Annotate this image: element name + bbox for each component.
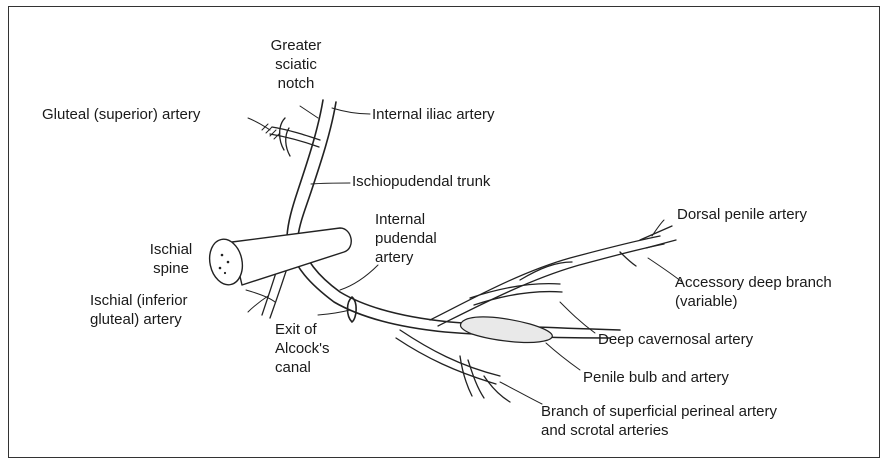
superficial-perineal-branch-label: Branch of superficial perineal artery an… — [541, 402, 777, 440]
superficial-perineal-vessel — [396, 330, 510, 402]
internal-iliac-vessel — [287, 100, 336, 236]
greater-sciatic-notch-label: Greater sciatic notch — [254, 36, 338, 93]
ischial-inferior-gluteal-artery-label: Ischial (inferior gluteal) artery — [90, 291, 188, 329]
penile-bulb — [460, 317, 552, 343]
dorsal-penile-vessel — [430, 226, 676, 326]
ischial-spine-bone — [206, 228, 352, 288]
ischial-spine-label: Ischial spine — [141, 240, 201, 278]
penile-bulb-artery-label: Penile bulb and artery — [583, 368, 729, 387]
dorsal-penile-artery-label: Dorsal penile artery — [677, 205, 807, 224]
internal-iliac-artery-label: Internal iliac artery — [372, 105, 495, 124]
gluteal-superior-artery-label: Gluteal (superior) artery — [42, 105, 200, 124]
accessory-deep-branch-label: Accessory deep branch (variable) — [675, 273, 832, 311]
deep-cavernosal-artery-label: Deep cavernosal artery — [598, 330, 753, 349]
deep-cavernosal-vessel — [470, 262, 572, 305]
internal-pudendal-artery-label: Internal pudendal artery — [375, 210, 437, 267]
exit-alcocks-canal-label: Exit of Alcock's canal — [275, 320, 330, 377]
ischiopudendal-trunk-label: Ischiopudendal trunk — [352, 172, 490, 191]
